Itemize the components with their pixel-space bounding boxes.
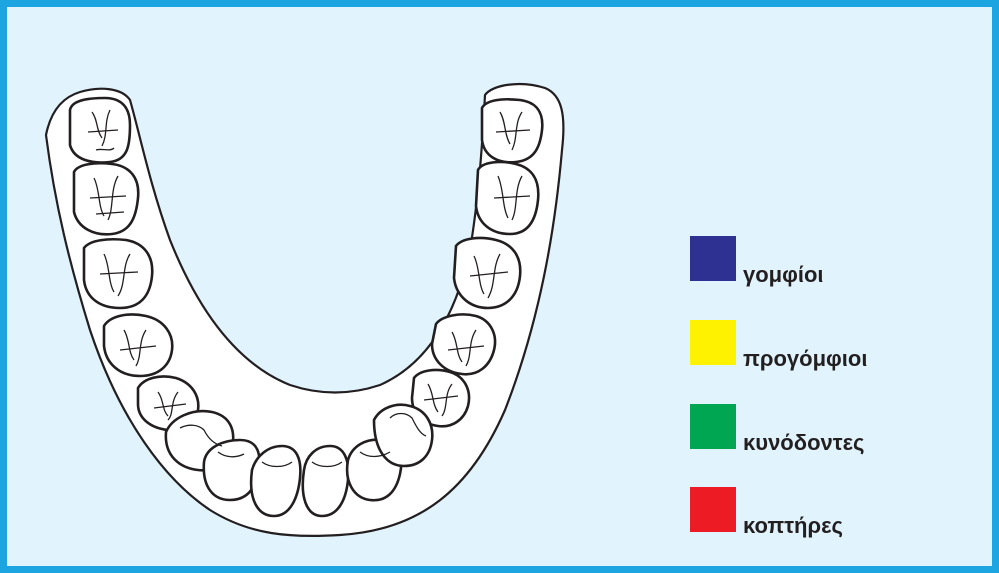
tooth-molar-l2: [74, 163, 138, 234]
legend-label-canines: κυνόδοντες: [743, 430, 864, 456]
legend-item-canines: κυνόδοντες: [690, 404, 950, 464]
legend-item-molars: γομφίοι: [690, 236, 950, 296]
legend-swatch-premolars: [690, 320, 736, 365]
tooth-premolar-l2: [104, 314, 172, 376]
tooth-molar-r2: [476, 162, 538, 234]
legend-swatch-incisors: [690, 487, 736, 532]
legend-label-premolars: προγόμφιοι: [743, 346, 867, 372]
tooth-molar-r1: [454, 238, 520, 308]
legend-swatch-canines: [690, 404, 736, 449]
tooth-incisor-l1: [251, 446, 300, 516]
legend-item-premolars: προγόμφιοι: [690, 320, 950, 380]
tooth-molar-l3: [70, 98, 130, 162]
legend-label-incisors: κοπτήρες: [743, 513, 843, 539]
legend-label-molars: γομφίοι: [743, 262, 824, 288]
tooth-premolar-r2: [432, 314, 495, 374]
tooth-incisor-r1: [303, 446, 349, 516]
legend-swatch-molars: [690, 236, 736, 281]
legend-item-incisors: κοπτήρες: [690, 487, 950, 547]
